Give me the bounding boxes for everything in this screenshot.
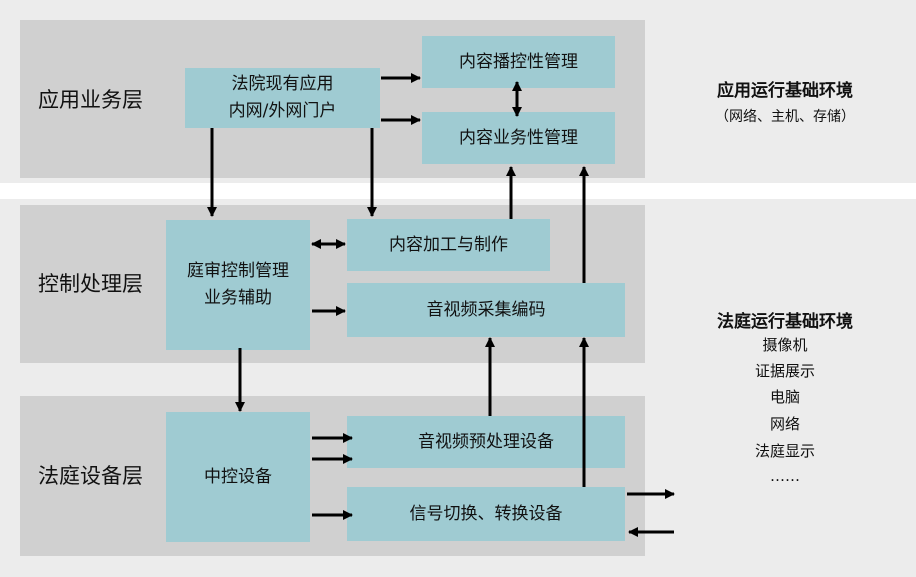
av-preprocess-box: 音视频预处理设备 (347, 416, 625, 468)
central-control-box: 中控设备 (166, 412, 310, 542)
control-layer-label: 控制处理层 (38, 272, 143, 296)
signal-switch-box: 信号切换、转换设备 (347, 487, 625, 541)
app-env-title: 应用运行基础环境 (717, 81, 853, 101)
layer-divider (0, 183, 916, 199)
court-env-item: 证据展示 (754, 362, 815, 380)
court-portal-line-1: 法院现有应用 (231, 74, 334, 94)
application-layer-label: 应用业务层 (38, 88, 143, 112)
court-env-item: 法庭显示 (754, 442, 815, 460)
app-env-subtitle: （网络、主机、存储） (715, 109, 855, 125)
content-business-box: 内容业务性管理 (422, 112, 615, 164)
court-portal-line-2: 内网/外网门户 (228, 101, 337, 121)
content-broadcast-box: 内容播控性管理 (422, 36, 615, 88)
device-layer-label: 法庭设备层 (38, 464, 143, 488)
trial-control-line-1: 庭审控制管理 (187, 261, 289, 281)
trial-control-line-2: 业务辅助 (204, 288, 272, 308)
court-env-item: …… (770, 467, 800, 485)
court-env-item: 网络 (769, 415, 800, 433)
trial-control-box: 庭审控制管理 业务辅助 (166, 220, 310, 350)
court-env-item: 电脑 (769, 388, 800, 406)
court-env-title: 法庭运行基础环境 (717, 312, 853, 332)
content-processing-box: 内容加工与制作 (347, 219, 550, 271)
court-portal-box: 法院现有应用 内网/外网门户 (185, 68, 380, 128)
court-env-item: 摄像机 (762, 336, 808, 354)
av-capture-box: 音视频采集编码 (347, 283, 625, 337)
